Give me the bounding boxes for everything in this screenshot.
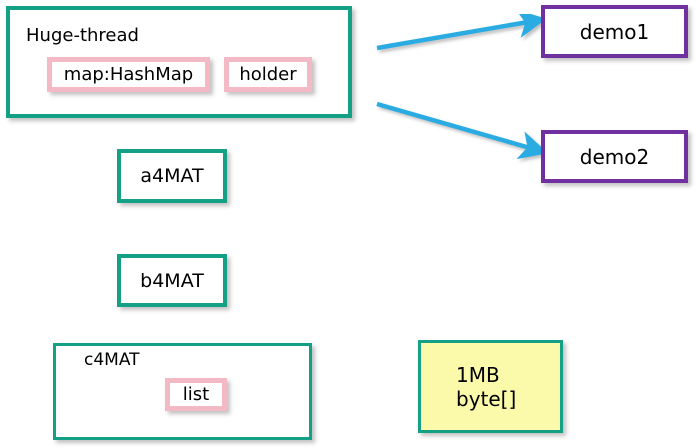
node-a4mat[interactable]: a4MAT — [117, 149, 227, 203]
huge-thread-label: Huge-thread — [26, 25, 139, 46]
demo1-label: demo1 — [579, 19, 650, 44]
node-map-hashmap[interactable]: map:HashMap — [47, 57, 210, 92]
demo2-label: demo2 — [579, 144, 650, 169]
holder-label: holder — [239, 64, 297, 85]
node-demo1[interactable]: demo1 — [541, 5, 688, 58]
b4mat-label: b4MAT — [140, 269, 204, 292]
node-holder[interactable]: holder — [224, 57, 312, 92]
c4mat-label: c4MAT — [84, 350, 140, 370]
a4mat-label: a4MAT — [140, 165, 204, 187]
list-label: list — [182, 384, 210, 405]
map-hashmap-label: map:HashMap — [63, 64, 194, 85]
arrow-huge-thread-to-demo1 — [376, 9, 547, 51]
node-c4mat[interactable] — [53, 343, 312, 440]
node-demo2[interactable]: demo2 — [541, 130, 688, 183]
byte-array-size-label: 1MB — [456, 362, 500, 387]
byte-array-type-label: byte[] — [456, 386, 517, 411]
node-list[interactable]: list — [165, 378, 227, 411]
node-b4mat[interactable]: b4MAT — [117, 254, 227, 307]
arrow-huge-thread-to-demo2 — [376, 101, 549, 160]
node-byte-array[interactable]: 1MB byte[] — [418, 340, 563, 433]
byte-array-text-wrap: 1MB byte[] — [421, 343, 560, 430]
